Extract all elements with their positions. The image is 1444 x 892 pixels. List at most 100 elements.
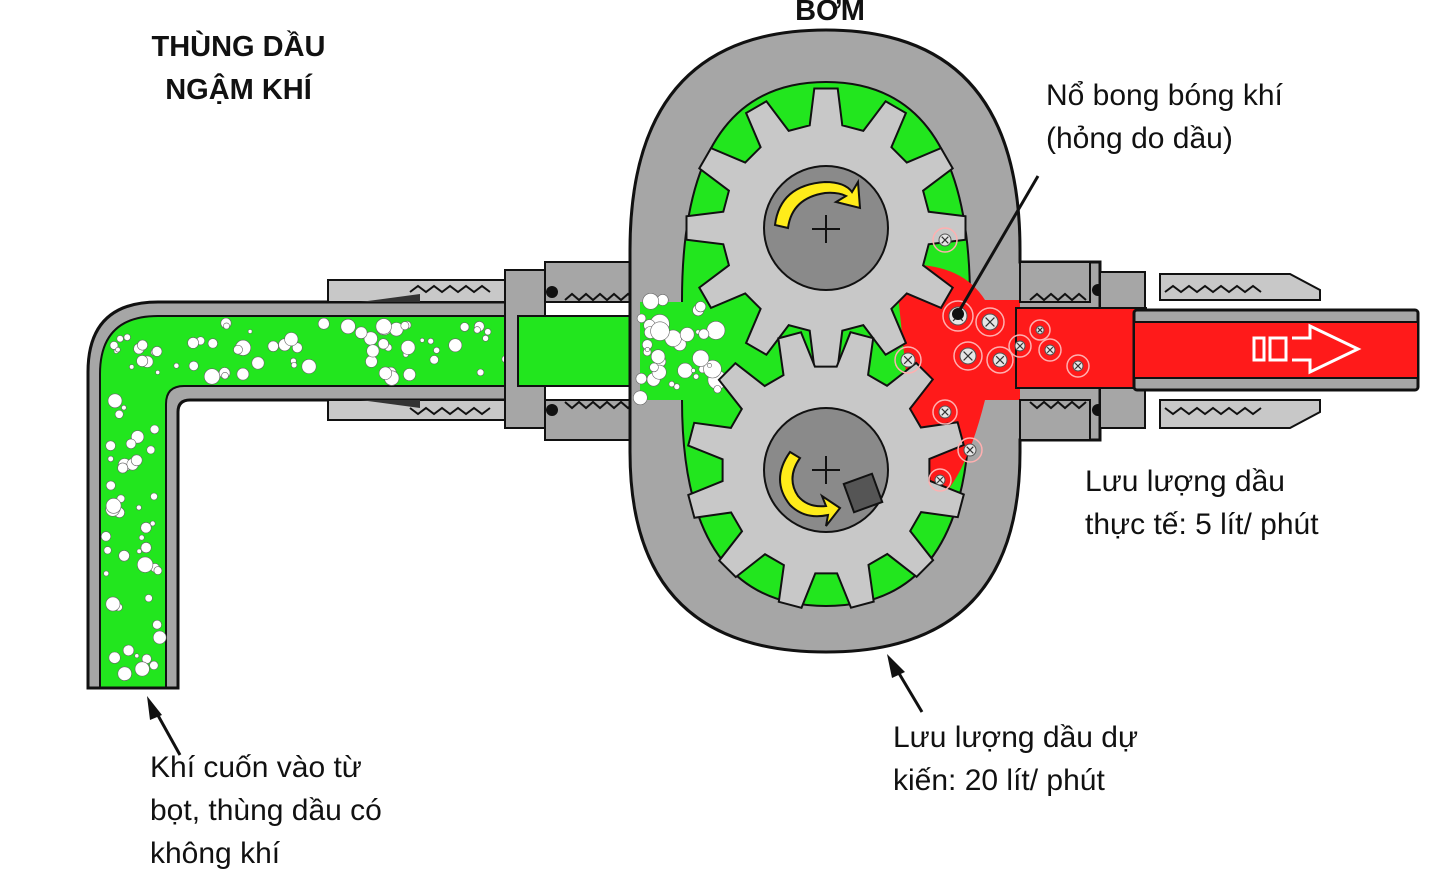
air-bubble	[115, 347, 121, 353]
air-bubble	[650, 321, 670, 341]
burst-mark-icon	[941, 408, 949, 416]
air-bubble	[267, 340, 279, 352]
burst-mark-icon	[966, 446, 974, 454]
air-bubble	[105, 497, 122, 514]
burst-mark-icon	[941, 236, 949, 244]
air-bubble	[152, 630, 167, 645]
air-bubble	[146, 445, 156, 455]
air-bubble	[103, 546, 112, 555]
burst-mark-icon	[1016, 342, 1024, 350]
air-bubble	[448, 338, 463, 353]
pump-title: BƠM	[770, 0, 890, 33]
center-cross	[812, 456, 840, 484]
burst-ring	[1029, 319, 1051, 341]
air-bubble	[375, 318, 392, 335]
air-bubble	[366, 344, 380, 358]
rotation-arrow-counterclockwise	[779, 450, 842, 527]
air-bubble	[105, 480, 116, 491]
air-bubble	[121, 405, 127, 411]
air-bubble	[123, 333, 131, 341]
air-bubble	[482, 334, 489, 342]
air-bubble	[636, 313, 647, 323]
air-bubble	[136, 548, 142, 554]
air-bubble	[707, 362, 712, 368]
burst-mark-icon	[963, 351, 973, 361]
air-bubble	[698, 328, 710, 340]
air-bubble	[476, 368, 485, 377]
air-bubble	[673, 383, 680, 390]
burst-mark-icon	[936, 476, 944, 484]
air-bubble	[188, 360, 199, 371]
air-bubble	[107, 393, 123, 409]
air-bubble	[433, 346, 440, 354]
tank-title-line: THÙNG DẦU	[151, 31, 326, 63]
burst-ring	[942, 300, 974, 332]
burst-mark-icon	[1046, 346, 1054, 354]
air-bubble	[149, 660, 159, 671]
air-bubble	[284, 332, 299, 347]
note-line: Lưu lượng dầu dự	[893, 721, 1139, 754]
air-bubble	[693, 373, 700, 380]
air-bubble	[173, 362, 180, 369]
rotation-arrow-clockwise	[773, 178, 862, 230]
burst-ring	[932, 399, 958, 425]
actual-flow-note: Lưu lượng dầu thực tế: 5 lít/ phút	[1085, 460, 1319, 546]
flow-direction-arrow-icon	[1252, 323, 1362, 375]
air-bubble	[419, 337, 425, 343]
note-line: không khí	[150, 837, 281, 870]
air-bubble	[649, 362, 659, 373]
air-bubble	[690, 368, 696, 373]
air-bubble	[107, 455, 114, 463]
air-bubble	[134, 653, 140, 659]
air-bubble	[136, 504, 142, 511]
air-intake-arrow-icon	[147, 696, 182, 756]
air-bubble	[207, 338, 218, 349]
air-bubble	[221, 372, 229, 380]
air-bubble	[403, 368, 416, 381]
note-line: Khí cuốn vào từ	[150, 751, 362, 784]
burst-ring	[957, 437, 983, 463]
note-line: kiến: 20 lít/ phút	[893, 764, 1105, 797]
air-bubble	[134, 661, 150, 677]
upper-gear	[685, 87, 967, 369]
bursting-bubbles	[894, 227, 1090, 492]
air-bubble	[706, 320, 726, 340]
air-bubble	[149, 424, 160, 435]
air-bubble	[233, 344, 243, 355]
air-bubble	[378, 366, 393, 380]
air-bubble	[713, 385, 722, 394]
air-bubble	[100, 531, 112, 542]
burst-pointer-line	[952, 175, 1040, 320]
air-bubble	[108, 651, 121, 664]
air-bubble	[105, 440, 116, 451]
air-bubble	[400, 340, 416, 355]
air-bubble	[668, 381, 675, 388]
air-intake-note: Khí cuốn vào từ bọt, thùng dầu có không …	[150, 746, 382, 875]
center-cross	[812, 215, 840, 243]
air-bubble	[144, 594, 153, 603]
shaft-key	[842, 472, 884, 514]
air-bubble	[429, 355, 439, 365]
inlet-fitting	[327, 261, 651, 441]
air-bubble	[153, 566, 163, 575]
burst-mark-icon	[1037, 327, 1043, 333]
air-bubble	[140, 542, 152, 554]
air-bubble	[187, 337, 199, 349]
air-bubble	[291, 362, 298, 369]
air-bubble	[155, 369, 161, 375]
expected-flow-arrow-icon	[887, 654, 924, 713]
burst-ring	[928, 468, 952, 492]
air-bubble	[109, 341, 119, 350]
air-bubble	[251, 356, 265, 370]
air-bubble	[136, 355, 149, 367]
air-bubble	[340, 318, 356, 335]
air-bubble	[117, 462, 129, 474]
note-line: Nổ bong bóng khí	[1046, 79, 1283, 112]
bubble-burst-note: Nổ bong bóng khí (hỏng do dầu)	[1046, 74, 1283, 160]
note-line: thực tế: 5 lít/ phút	[1085, 508, 1319, 541]
outlet-pipe	[894, 227, 1420, 492]
air-bubble	[644, 346, 650, 352]
tank-title: THÙNG DẦU NGẬM KHÍ	[136, 26, 341, 112]
air-bubble	[203, 368, 221, 385]
